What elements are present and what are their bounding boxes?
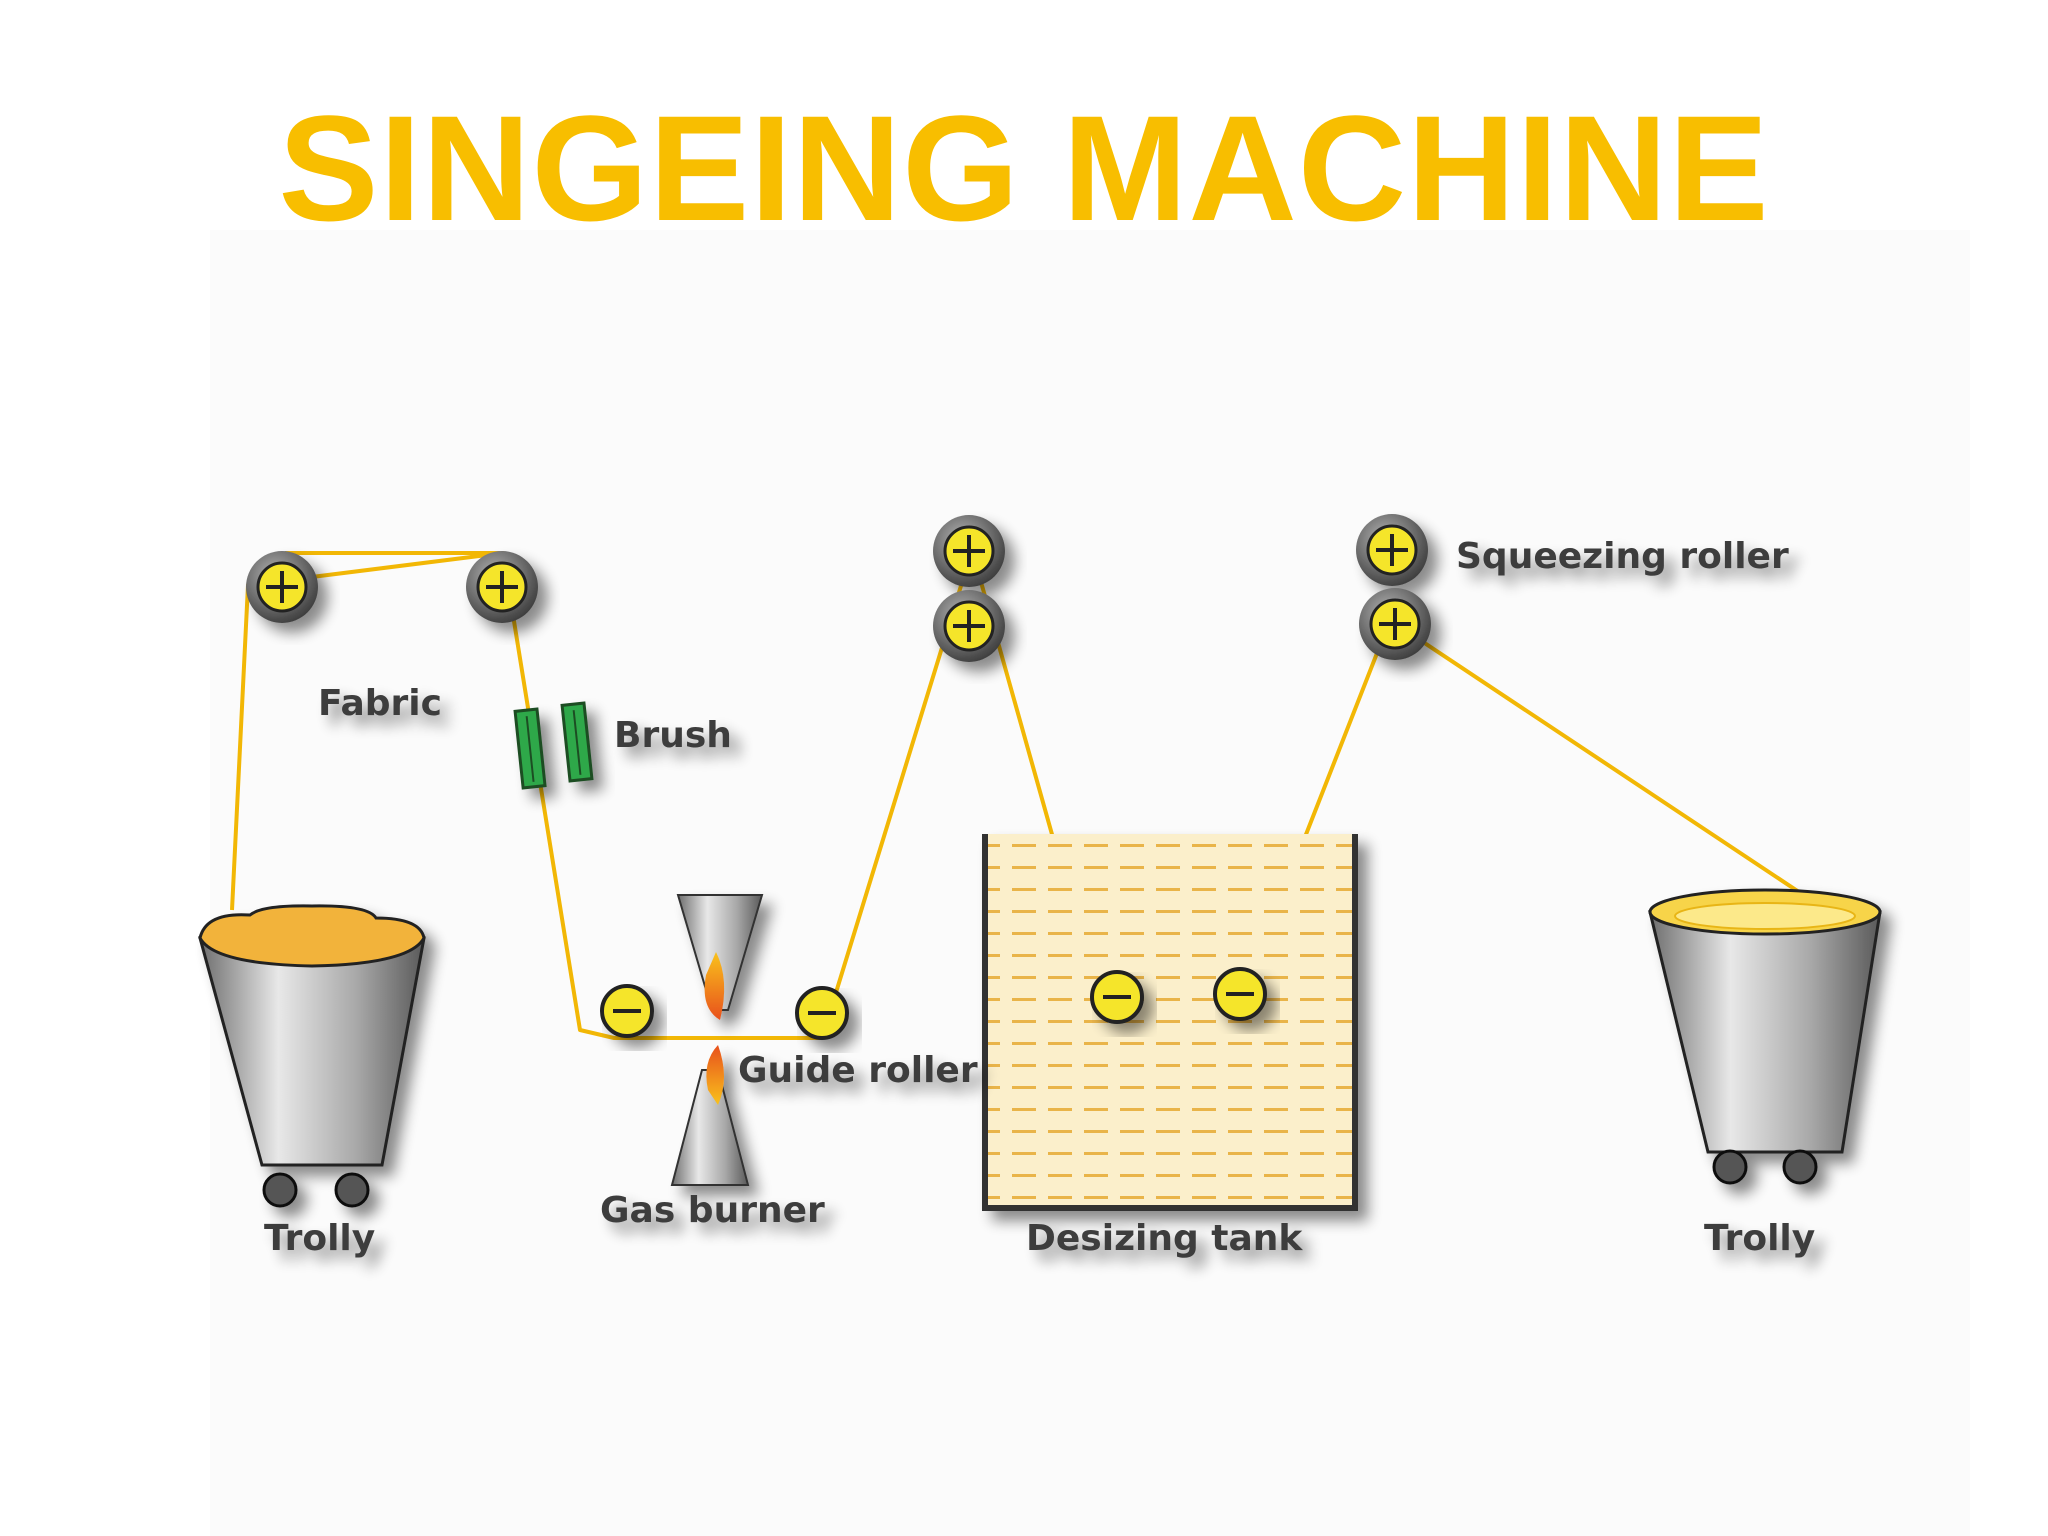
roller-middle-lower bbox=[931, 588, 1007, 664]
brush bbox=[513, 701, 594, 790]
page-title: SINGEING MACHINE bbox=[278, 84, 1770, 252]
trolly-right bbox=[1648, 888, 1882, 1185]
squeezing-roller-lower bbox=[1357, 586, 1433, 662]
guide-roller-2 bbox=[795, 986, 849, 1040]
gas-burner bbox=[670, 894, 764, 1186]
brush-label: Brush bbox=[614, 715, 732, 756]
gas-burner-label: Gas burner bbox=[600, 1190, 825, 1231]
desizing-tank bbox=[982, 834, 1358, 1211]
fabric-label: Fabric bbox=[318, 683, 442, 724]
trolly-right-label: Trolly bbox=[1704, 1218, 1815, 1259]
guide-roller-1 bbox=[600, 984, 654, 1038]
roller-top-left-1 bbox=[244, 549, 320, 625]
squeezing-roller-upper bbox=[1354, 512, 1430, 588]
roller-middle-upper bbox=[931, 513, 1007, 589]
guide-roller-label: Guide roller bbox=[738, 1050, 978, 1091]
trolly-left bbox=[198, 904, 426, 1208]
desizing-tank-label: Desizing tank bbox=[1026, 1218, 1303, 1259]
squeezing-roller-label: Squeezing roller bbox=[1456, 536, 1789, 577]
tank-roller-1 bbox=[1090, 970, 1144, 1024]
trolly-left-label: Trolly bbox=[264, 1218, 375, 1259]
tank-roller-2 bbox=[1213, 967, 1267, 1021]
roller-top-left-2 bbox=[464, 549, 540, 625]
